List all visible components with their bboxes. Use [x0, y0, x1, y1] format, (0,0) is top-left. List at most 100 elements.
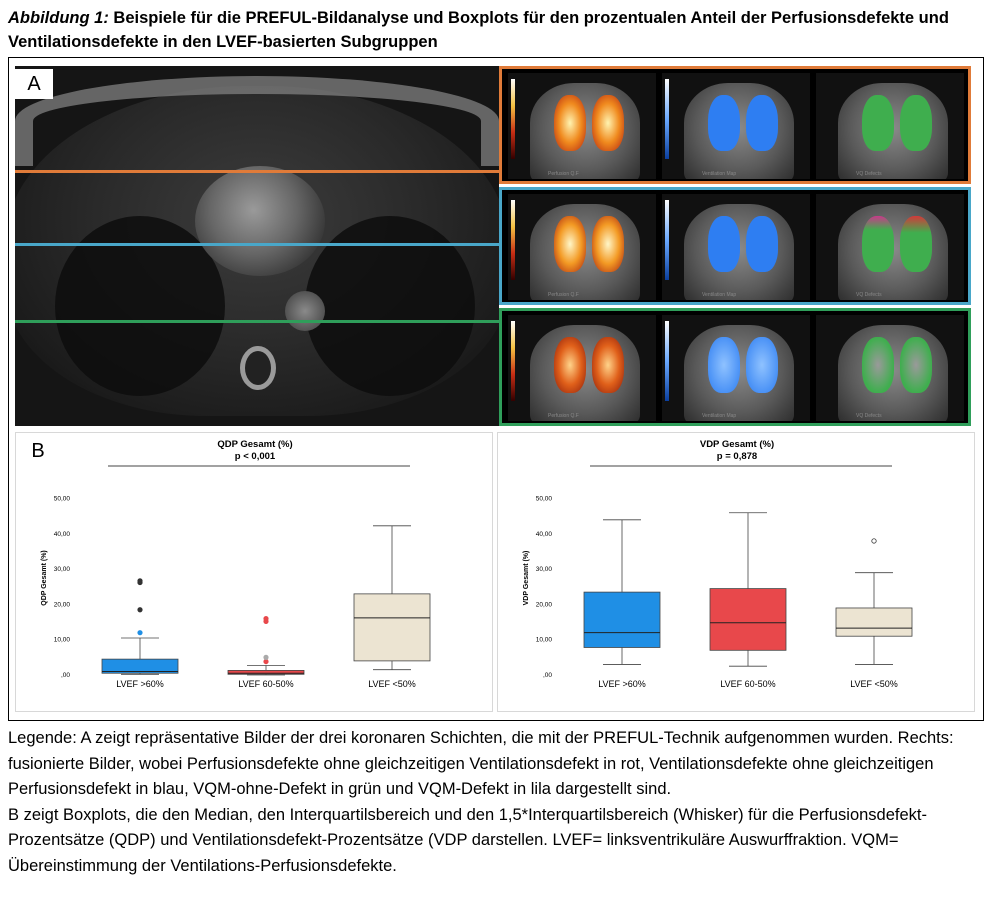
lung-left [708, 216, 740, 272]
legend-paragraph-2: B zeigt Boxplots, die den Median, den In… [8, 805, 927, 875]
caption-lead: Abbildung 1: [8, 9, 109, 27]
tile-label: Perfusion Q.F [548, 292, 579, 298]
y-axis-label: VDP Gesamt (%) [523, 551, 530, 606]
mri-aorta [285, 291, 325, 331]
ventilation-tile: Ventilation Map [662, 73, 810, 179]
lung-right [746, 337, 778, 393]
tile-label: Ventilation Map [702, 413, 737, 419]
lung-left [862, 95, 894, 151]
y-tick-label: 50,00 [536, 496, 553, 503]
lung-right [592, 337, 624, 393]
mri-heart [195, 166, 325, 276]
lung-left [708, 95, 740, 151]
outlier-point [263, 654, 269, 660]
box [353, 593, 431, 662]
lung-right [900, 95, 932, 151]
slice-line-blue [15, 243, 499, 246]
fused-row-orange: Perfusion Q.F Ventilation Map VQ Defects [499, 66, 971, 184]
y-tick-label: 20,00 [536, 601, 553, 608]
colorbar [665, 321, 669, 401]
lung-right [746, 95, 778, 151]
tile-label: VQ Defects [856, 413, 882, 419]
box [101, 658, 179, 674]
tile-label: Ventilation Map [702, 171, 737, 177]
slice-line-green [15, 320, 499, 323]
colorbar [511, 321, 515, 401]
mri-lung-left [55, 216, 225, 396]
colorbar [665, 79, 669, 159]
box [227, 670, 305, 675]
lung-right [900, 216, 932, 272]
box [583, 591, 661, 648]
box [835, 607, 913, 637]
vq-defects-tile: VQ Defects [816, 315, 964, 421]
lung-left [554, 95, 586, 151]
outlier-point [137, 630, 143, 636]
y-tick-label: 40,00 [536, 531, 553, 538]
lung-left [554, 337, 586, 393]
lung-right [592, 95, 624, 151]
category-label: LVEF <50% [368, 679, 416, 689]
lung-right [592, 216, 624, 272]
legend-paragraph-1: Legende: A zeigt repräsentative Bilder d… [8, 729, 954, 798]
panel-b-label: B [19, 436, 57, 466]
ventilation-tile: Ventilation Map [662, 315, 810, 421]
caption-text: Beispiele für die PREFUL-Bildanalyse und… [8, 9, 949, 51]
lung-left [862, 337, 894, 393]
outlier-point [263, 615, 269, 622]
lung-left [862, 216, 894, 272]
chart-title: VDP Gesamt (%) [700, 439, 774, 450]
y-tick-label: 10,00 [536, 637, 553, 644]
fused-row-green: Perfusion Q.F Ventilation Map VQ Defects [499, 308, 971, 426]
tile-label: Ventilation Map [702, 292, 737, 298]
colorbar [511, 200, 515, 280]
lung-right [746, 216, 778, 272]
figure-frame: A Perfusion Q.F Ventilation Map VQ Defec… [8, 57, 984, 721]
colorbar [665, 200, 669, 280]
tile-label: VQ Defects [856, 292, 882, 298]
figure-legend: Legende: A zeigt repräsentative Bilder d… [8, 726, 984, 879]
perfusion-tile: Perfusion Q.F [508, 194, 656, 300]
y-tick-label: 10,00 [54, 637, 71, 644]
y-axis-label: QDP Gesamt (%) [41, 550, 48, 606]
category-label: LVEF >60% [598, 679, 646, 689]
y-tick-label: 20,00 [54, 601, 71, 608]
y-tick-label: 50,00 [54, 496, 71, 503]
category-label: LVEF >60% [116, 679, 164, 689]
vq-defects-tile: VQ Defects [816, 194, 964, 300]
colorbar [511, 79, 515, 159]
y-tick-label: 40,00 [54, 531, 71, 538]
chart-p-value: p = 0,878 [717, 451, 757, 462]
category-label: LVEF 60-50% [238, 679, 293, 689]
outlier-point [871, 538, 877, 544]
outlier-point [263, 658, 269, 665]
box [709, 588, 787, 651]
mri-chest-wall [15, 76, 499, 166]
mri-spine [240, 346, 276, 390]
y-tick-label: 30,00 [536, 566, 553, 573]
vq-defects-tile: VQ Defects [816, 73, 964, 179]
slice-line-orange [15, 170, 499, 173]
chart-p-value: p < 0,001 [235, 451, 276, 462]
axial-mri-image [15, 66, 499, 426]
lung-right [900, 337, 932, 393]
y-tick-label: ,00 [543, 672, 552, 679]
ventilation-tile: Ventilation Map [662, 194, 810, 300]
lung-left [708, 337, 740, 393]
fused-row-blue: Perfusion Q.F Ventilation Map VQ Defects [499, 187, 971, 305]
perfusion-tile: Perfusion Q.F [508, 315, 656, 421]
outlier-point [137, 578, 143, 584]
category-label: LVEF 60-50% [720, 679, 775, 689]
lung-left [554, 216, 586, 272]
tile-label: Perfusion Q.F [548, 171, 579, 177]
figure-caption: Abbildung 1: Beispiele für die PREFUL-Bi… [8, 6, 984, 54]
tile-label: Perfusion Q.F [548, 413, 579, 419]
outlier-point [137, 607, 143, 613]
category-label: LVEF <50% [850, 679, 898, 689]
y-tick-label: 30,00 [54, 566, 71, 573]
mri-lung-right [305, 216, 475, 396]
